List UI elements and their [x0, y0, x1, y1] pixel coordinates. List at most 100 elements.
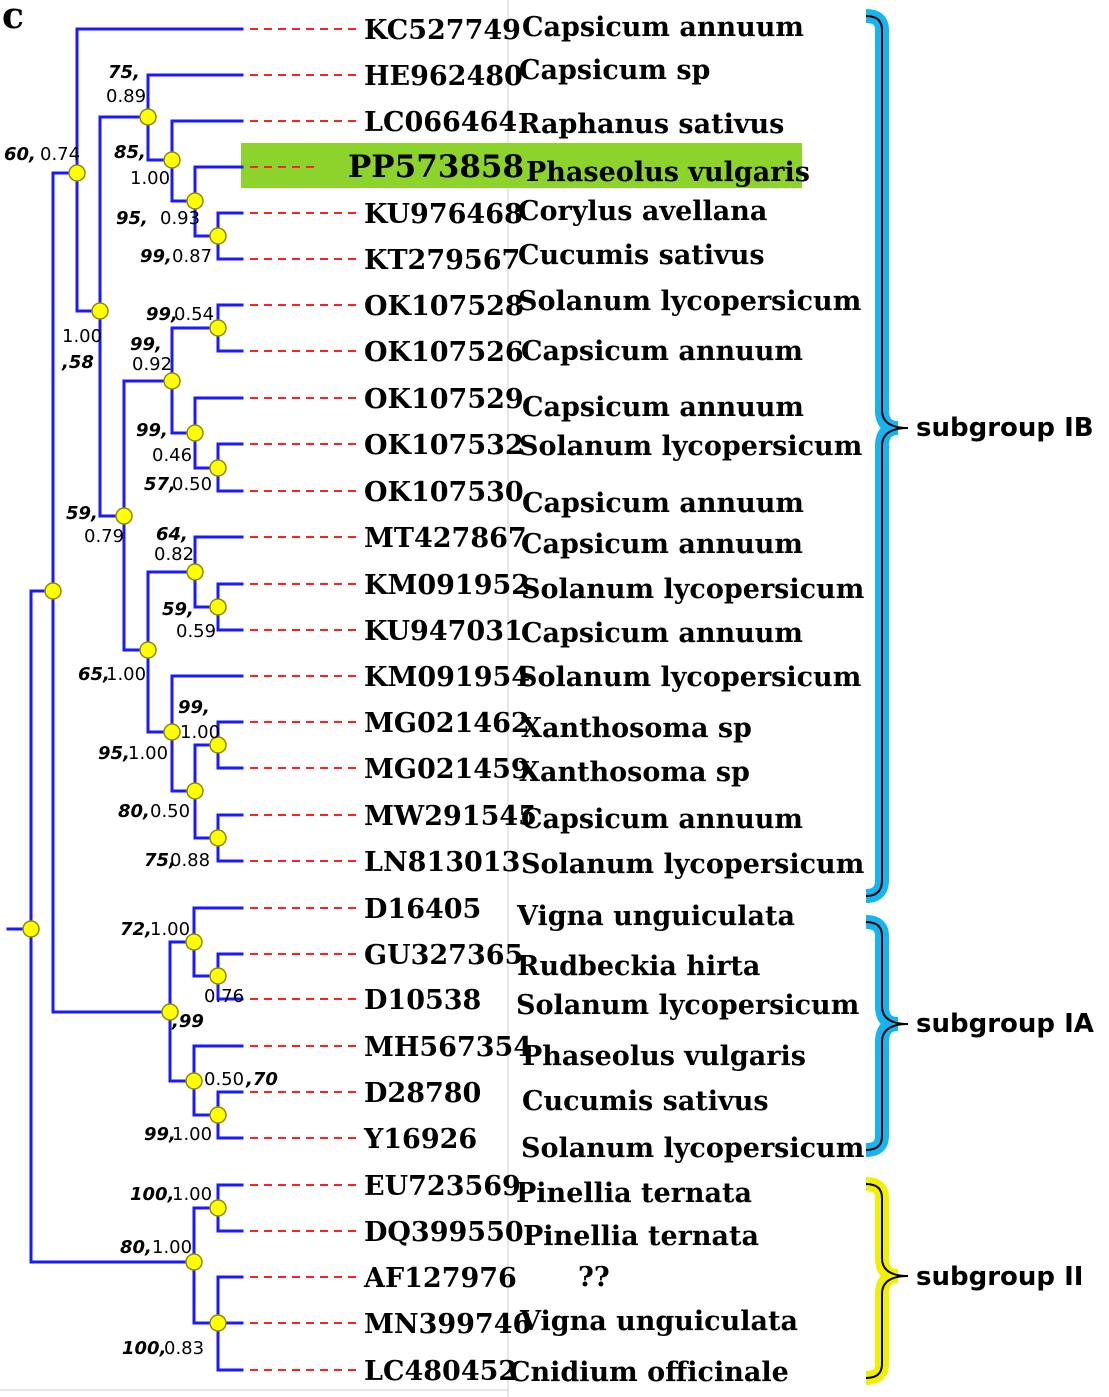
highlight-band	[241, 143, 802, 188]
species-label: Xanthosoma sp	[521, 713, 752, 744]
support-value: 75,	[144, 850, 176, 871]
support-value: 0.83	[164, 1338, 204, 1359]
support-value: 59,	[66, 503, 98, 524]
tree-branches	[6, 27, 244, 1372]
species-label: Vigna unguiculata	[519, 1306, 798, 1337]
node-marker	[22, 920, 40, 938]
species-label: Vigna unguiculata	[516, 901, 795, 932]
species-label: Solanum lycopersicum	[521, 849, 864, 880]
node-marker	[163, 151, 181, 169]
support-value: 80,	[120, 1237, 152, 1258]
subgroup-ia-label: subgroup IA	[916, 1009, 1094, 1039]
subgroup-ii-label: subgroup II	[916, 1262, 1083, 1292]
node-marker	[209, 967, 227, 985]
support-value: 0.88	[170, 850, 210, 871]
species-label: Capsicum annuum	[521, 618, 803, 649]
support-value: ,70	[245, 1069, 278, 1090]
accession-label: KM091954	[364, 662, 530, 693]
accession-label: KU947031	[364, 616, 523, 647]
support-value: 65,	[78, 664, 110, 685]
accession-label: KU976468	[364, 199, 523, 230]
accession-label: MN399746	[364, 1309, 531, 1340]
support-value: 0.50	[150, 801, 190, 822]
accession-label: PP573858	[348, 149, 524, 185]
support-value: 1.00	[130, 168, 170, 189]
accession-label: KC527749	[364, 15, 521, 46]
support-value: 99,	[136, 420, 168, 441]
support-value: 0.89	[106, 86, 146, 107]
support-value: 1.00	[172, 1124, 212, 1145]
accession-label: MG021459	[364, 754, 530, 785]
species-label: Pinellia ternata	[516, 1178, 752, 1209]
accession-label: D10538	[364, 985, 481, 1016]
support-value: 100,	[130, 1184, 174, 1205]
accession-label: AF127976	[363, 1263, 517, 1294]
species-label: Cucumis sativus	[518, 240, 765, 271]
support-value: 59,	[162, 599, 194, 620]
support-value: 1.00	[180, 722, 220, 743]
accession-label: KT279567	[364, 245, 520, 276]
species-label: Solanum lycopersicum	[516, 990, 859, 1021]
node-marker	[115, 507, 133, 525]
support-value: 0.93	[160, 208, 200, 229]
node-marker	[186, 192, 204, 210]
support-value: 99,	[140, 246, 172, 267]
support-value: 1.00	[150, 919, 190, 940]
node-marker	[209, 829, 227, 847]
accession-label: LN813013	[364, 847, 520, 878]
node-marker	[209, 598, 227, 616]
species-label: Capsicum annuum	[522, 488, 804, 519]
node-marker	[139, 641, 157, 659]
accession-label: HE962480	[364, 61, 523, 92]
node-marker	[163, 723, 181, 741]
node-marker	[186, 782, 204, 800]
bracket-subgroup-ia-tip	[865, 921, 909, 1151]
support-value: 0.50	[172, 474, 212, 495]
accession-label: MW291545	[364, 801, 537, 832]
support-value: 57,	[144, 474, 176, 495]
support-value: 0.76	[204, 986, 244, 1007]
species-label: Corylus avellana	[518, 196, 767, 227]
support-value: 0.82	[154, 544, 194, 565]
node-marker	[91, 302, 109, 320]
accession-label: EU723569	[364, 1171, 521, 1202]
species-label: Capsicum annuum	[522, 12, 804, 43]
species-label: Phaseolus vulgaris	[526, 157, 810, 188]
bracket-subgroup-ii-tip	[865, 1183, 909, 1379]
species-label: Capsicum annuum	[521, 529, 803, 560]
support-labels: 60,0.7475,0.8985,1.0095,0.9399,0.871.00,…	[4, 62, 278, 1359]
species-label: Solanum lycopersicum	[521, 574, 864, 605]
support-value: 99,	[130, 334, 162, 355]
node-marker	[185, 933, 203, 951]
species-label: Pinellia ternata	[523, 1221, 759, 1252]
species-label: Xanthosoma sp	[519, 757, 750, 788]
support-value: 0.59	[176, 621, 216, 642]
species-label: ??	[578, 1262, 610, 1293]
accession-label: D28780	[364, 1078, 481, 1109]
species-label: Solanum lycopersicum	[518, 662, 861, 693]
accession-label: LC480452	[364, 1356, 517, 1387]
node-marker	[185, 1253, 203, 1271]
node-marker	[209, 736, 227, 754]
accession-label: OK107532	[364, 430, 524, 461]
leader-lines	[250, 28, 358, 1371]
node-marker	[186, 563, 204, 581]
species-label: Capsicum annuum	[522, 392, 804, 423]
species-label: Phaseolus vulgaris	[522, 1041, 806, 1072]
species-label: Solanum lycopersicum	[521, 1133, 864, 1164]
support-value: 95,	[116, 208, 148, 229]
support-value: 0.87	[172, 246, 212, 267]
node-marker	[209, 459, 227, 477]
node-marker	[161, 1003, 179, 1021]
support-value: 99,	[178, 697, 210, 718]
accession-label: D16405	[364, 894, 481, 925]
node-marker	[209, 227, 227, 245]
species-label: Capsicum sp	[519, 55, 710, 86]
node-marker	[209, 319, 227, 337]
accession-label: KM091952	[364, 570, 530, 601]
support-value: 60,	[4, 144, 36, 165]
support-value: 85,	[114, 142, 146, 163]
accession-label: OK107530	[364, 477, 524, 508]
